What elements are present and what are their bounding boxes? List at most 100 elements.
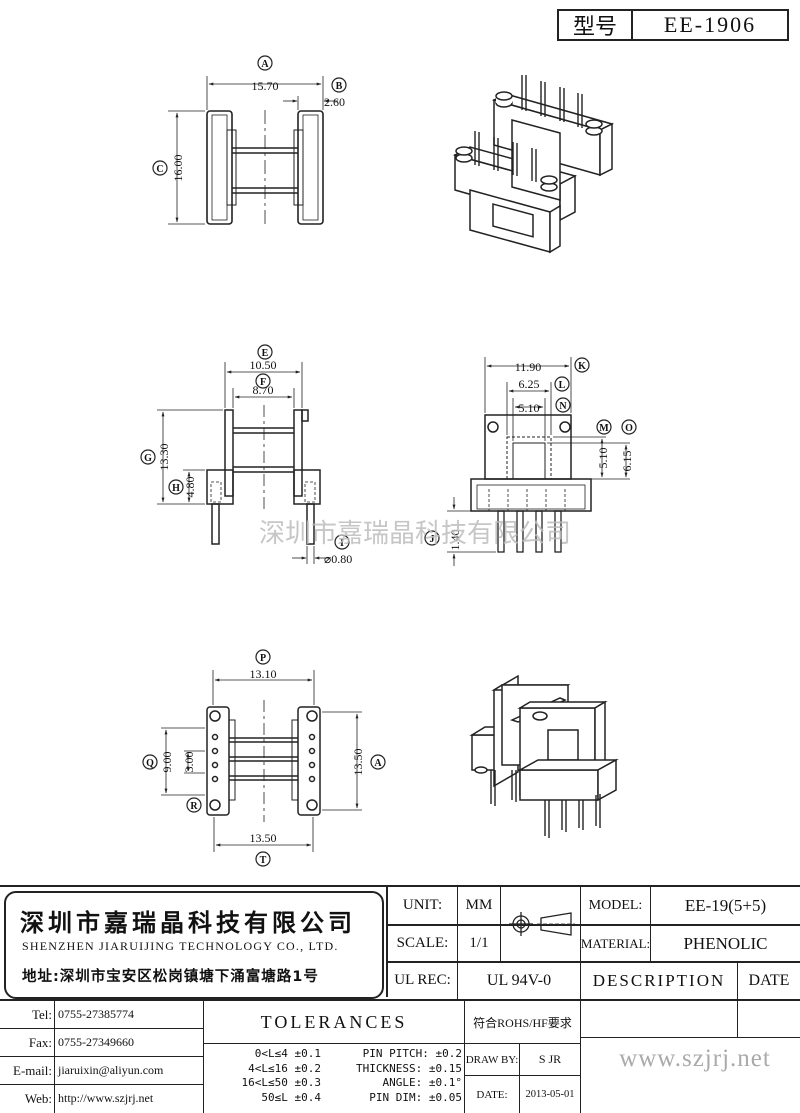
svg-text:B: B [336,81,343,92]
dim-side-f: 8.70 [253,383,274,397]
model-value: EE-19(5+5) [684,895,767,915]
watermark: 深圳市嘉瑞晶科技有限公司 [259,519,571,548]
dim-bottom-t: 13.50 [250,831,277,845]
callout-q: Q [142,754,158,770]
material-label: MATERIAL: [580,935,651,951]
dims-end [447,357,630,566]
company-name-cn: 深圳市嘉瑞晶科技有限公司 [20,909,356,937]
description-header: DESCRIPTION [592,970,726,990]
callout-a: A [257,55,273,71]
title-block: 深圳市嘉瑞晶科技有限公司 SHENZHEN JIARUIJING TECHNOL… [0,885,800,1113]
dim-side-i: ⌀0.80 [324,552,352,566]
svg-text:P: P [260,653,266,664]
svg-text:N: N [559,401,567,412]
side-view [206,405,321,545]
callout-m: M [596,419,612,435]
ul-value: UL 94V-0 [486,971,552,989]
tolerance-ranges: 0<L≤4 ±0.1 4<L≤16 ±0.2 16<L≤50 ±0.3 50≤L… [205,1047,321,1105]
svg-text:K: K [578,361,586,372]
projection-symbol [509,912,575,936]
callout-i: I [334,534,350,550]
fax-label: Fax: [28,1034,52,1050]
date-label: DATE: [476,1088,508,1101]
svg-text:M: M [599,423,609,434]
callout-f: F [255,373,271,389]
svg-text:E: E [262,348,269,359]
svg-text:T: T [260,855,267,866]
pin-line-3: ANGLE: ±0.1° [382,1076,462,1089]
tel-value: 0755-27385774 [58,1007,134,1021]
callout-e: E [257,344,273,360]
tol-line-4: 50≤L ±0.4 [261,1090,321,1104]
dim-bottom-a: 13.50 [351,749,365,776]
dims-side [157,362,329,564]
isometric-view-bottom [469,674,619,802]
svg-text:G: G [144,453,152,464]
pin-tolerances: PIN PITCH: ±0.2 THICKNESS: ±0.15 ANGLE: … [326,1047,462,1105]
tol-line-2: 4<L≤16 ±0.2 [248,1061,321,1075]
callout-n: N [555,397,571,413]
email-value: jiaruixin@aliyun.com [58,1063,164,1077]
callout-l: L [554,376,570,392]
pin-line-2: THICKNESS: ±0.15 [356,1061,462,1075]
tel-label: Tel: [31,1006,52,1022]
unit-value: MM [465,897,493,913]
dim-top-c: 16.00 [171,155,185,182]
dim-bottom-q: 9.00 [160,752,174,773]
ul-label: UL REC: [394,972,451,988]
isometric-view-top [452,91,615,254]
svg-text:F: F [260,377,266,388]
tol-line-3: 16<L≤50 ±0.3 [241,1076,321,1089]
front-view-top [206,110,324,226]
dim-side-e: 10.50 [250,358,277,372]
dim-end-n: 5.10 [519,401,540,415]
date-header: DATE [748,971,790,989]
header-model-label: 型号 [559,11,633,40]
model-label: MODEL: [588,897,643,913]
isometric-top-pins [474,75,583,182]
dim-end-j: 1.40 [448,530,462,551]
scale-label: SCALE: [396,935,449,951]
svg-text:O: O [625,423,633,434]
company-address: 地址:深圳市宝安区松岗镇塘下涌富塘路1号 [22,969,319,985]
callout-k: K [574,357,590,373]
bottom-view [206,700,321,822]
end-view [470,414,592,512]
material-value: PHENOLIC [683,933,768,953]
svg-text:L: L [559,380,566,391]
callout-b: B [331,77,347,93]
callout-t: T [255,851,271,867]
svg-text:C: C [156,164,163,175]
unit-label: UNIT: [402,897,443,913]
tolerances-title: TOLERANCES [260,1011,408,1032]
svg-text:H: H [172,483,180,494]
tol-line-1: 0<L≤4 ±0.1 [254,1047,321,1060]
callout-o: O [621,419,637,435]
svg-text:J: J [430,534,435,545]
web-value: http://www.szjrj.net [58,1091,154,1105]
callout-p: P [255,649,271,665]
callout-j: J [424,530,440,546]
dim-end-l: 6.25 [519,377,540,391]
dim-top-a: 15.70 [252,79,279,93]
dim-side-h: 4.80 [183,477,197,498]
website-large: www.szjrj.net [619,1045,771,1072]
callout-a: A [370,754,386,770]
svg-text:R: R [190,801,198,812]
svg-text:I: I [340,538,344,549]
dims-bottom [161,670,362,852]
dim-end-m: 5.10 [596,448,610,469]
callout-g: G [140,449,156,465]
email-label: E-mail: [13,1062,52,1078]
date-value: 2013-05-01 [525,1089,575,1100]
dim-side-g: 13.30 [157,444,171,471]
fax-value: 0755-27349660 [58,1035,134,1049]
draw-by-label: DRAW BY: [465,1053,519,1066]
callout-c: C [152,160,168,176]
dimension-callouts: A B C E F G H I J K L M N O P Q R A T [140,55,637,867]
isometric-bottom-pins [490,770,601,838]
callout-h: H [168,479,184,495]
header-model-value: EE-1906 [663,12,757,37]
company-panel: 深圳市嘉瑞晶科技有限公司 SHENZHEN JIARUIJING TECHNOL… [4,891,384,999]
pin-line-1: PIN PITCH: ±0.2 [362,1047,462,1060]
